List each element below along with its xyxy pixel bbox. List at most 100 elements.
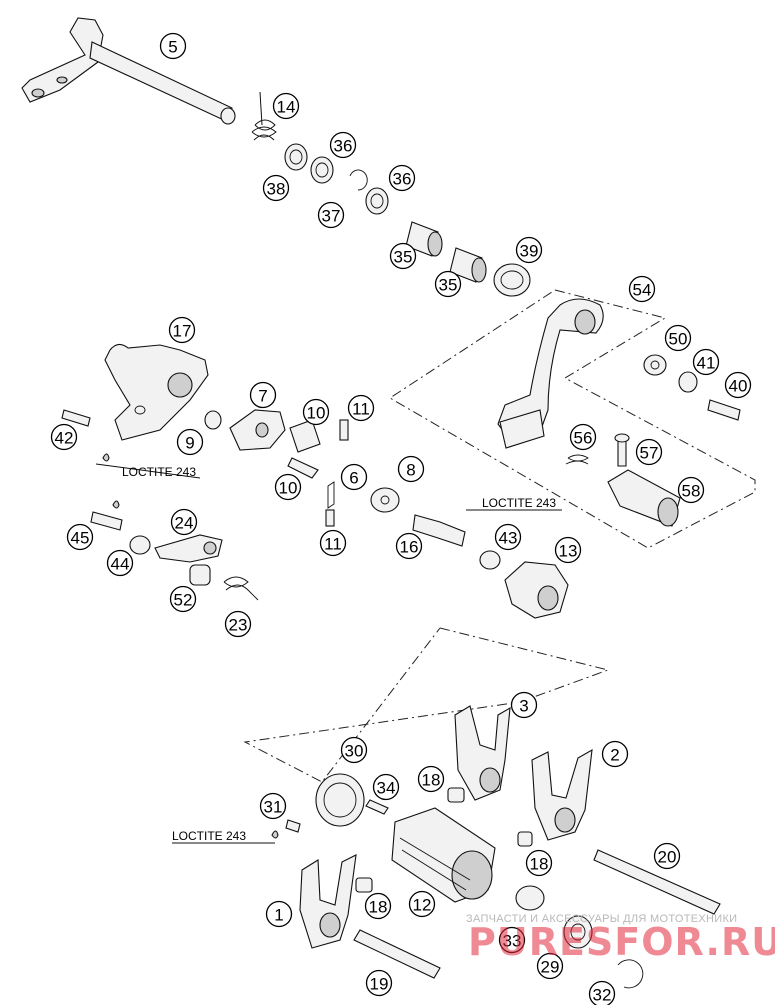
callout-circle [408,890,436,918]
callout-36b: 36 [388,164,416,192]
washer-38-part [284,143,308,171]
callout-circle [601,740,629,768]
callout-circle [692,348,720,376]
bolt-45-part [90,511,123,531]
callout-circle [536,952,564,980]
callout-label: 36 [393,170,412,189]
callout-5: 5 [159,32,187,60]
callout-label: 29 [541,958,560,977]
pawl-10b-part [287,457,319,479]
shaft-19-part [353,929,441,979]
washer-43-part [479,550,501,570]
callout-circle [498,926,526,954]
callout-1: 1 [265,900,293,928]
callout-20: 20 [653,842,681,870]
callout-circle [302,398,330,426]
washer-9-part [204,410,222,430]
callout-circle [372,773,400,801]
callout-9: 9 [176,428,204,456]
bearing-29-part [563,915,593,949]
callout-circle [635,438,663,466]
callout-circle [347,394,375,422]
callout-circle [274,473,302,501]
loctite-note-a: LOCTITE 243 [122,465,196,479]
callout-42: 42 [50,423,78,451]
callout-35a: 35 [389,242,417,270]
callout-7: 7 [249,381,277,409]
callout-label: 35 [394,248,413,267]
callout-label: 18 [422,771,441,790]
callout-circle [677,476,705,504]
callout-label: 36 [334,137,353,156]
callout-23: 23 [224,610,252,638]
callout-32: 32 [588,980,616,1005]
loctite-drop-a [102,453,110,462]
callout-13: 13 [554,536,582,564]
callout-circle [340,736,368,764]
leader-lines [95,463,562,844]
callout-label: 8 [406,461,415,480]
callout-8: 8 [397,455,425,483]
callout-circle [170,508,198,536]
callout-circle [168,316,196,344]
callout-38: 38 [262,174,290,202]
callout-circle [434,270,462,298]
callout-label: 39 [520,242,539,261]
lever-tip-58-part [607,469,681,527]
callout-label: 1 [274,906,283,925]
washer-50-part [643,354,667,376]
callout-label: 11 [324,535,342,554]
callout-label: 54 [633,281,652,300]
washer-8-part [370,487,400,513]
shift-pawl-7-part [229,409,286,451]
callout-label: 23 [229,616,248,635]
callout-label: 44 [111,555,130,574]
callout-11a: 11 [347,394,375,422]
callout-50: 50 [664,324,692,352]
callout-circle [317,201,345,229]
callout-label: 56 [574,429,593,448]
callout-circle [724,371,752,399]
loctite-note-c: LOCTITE 243 [172,829,246,843]
callout-18b: 18 [525,849,553,877]
callout-43: 43 [494,523,522,551]
spring-23-part [223,576,259,601]
callout-34: 34 [372,773,400,801]
pawl-10-part [289,419,321,453]
needle-bearing-b-part [449,247,487,283]
callout-57: 57 [635,438,663,466]
lever-24-part [154,534,223,563]
callout-label: 52 [174,591,193,610]
callout-12: 12 [408,890,436,918]
callout-label: 19 [370,975,389,994]
callout-circle [397,455,425,483]
callout-17: 17 [168,316,196,344]
circlip-32-part [617,959,644,989]
callout-label: 10 [279,479,298,498]
callout-label: 5 [168,38,177,57]
callout-41: 41 [692,348,720,376]
callout-label: 20 [658,848,677,867]
circlip-41-part [678,371,698,393]
callout-circle [329,131,357,159]
callout-2: 2 [601,740,629,768]
callout-label: 45 [71,529,90,548]
callout-circle [510,691,538,719]
callout-24: 24 [170,508,198,536]
callout-45: 45 [66,523,94,551]
callout-16: 16 [395,532,423,560]
callout-label: 2 [610,746,619,765]
roller-52-part [189,564,211,586]
washer-36-part [310,156,334,184]
shift-drum-12-part [391,807,496,903]
callout-14: 14 [272,92,300,120]
loctite-drop-c [271,830,279,839]
callout-6: 6 [340,463,368,491]
callout-label: 30 [345,742,364,761]
roller-18a-part [447,787,465,803]
callout-circle [525,849,553,877]
callout-label: 11 [352,400,370,419]
shift-fork-2-part [531,748,593,841]
callout-37: 37 [317,201,345,229]
